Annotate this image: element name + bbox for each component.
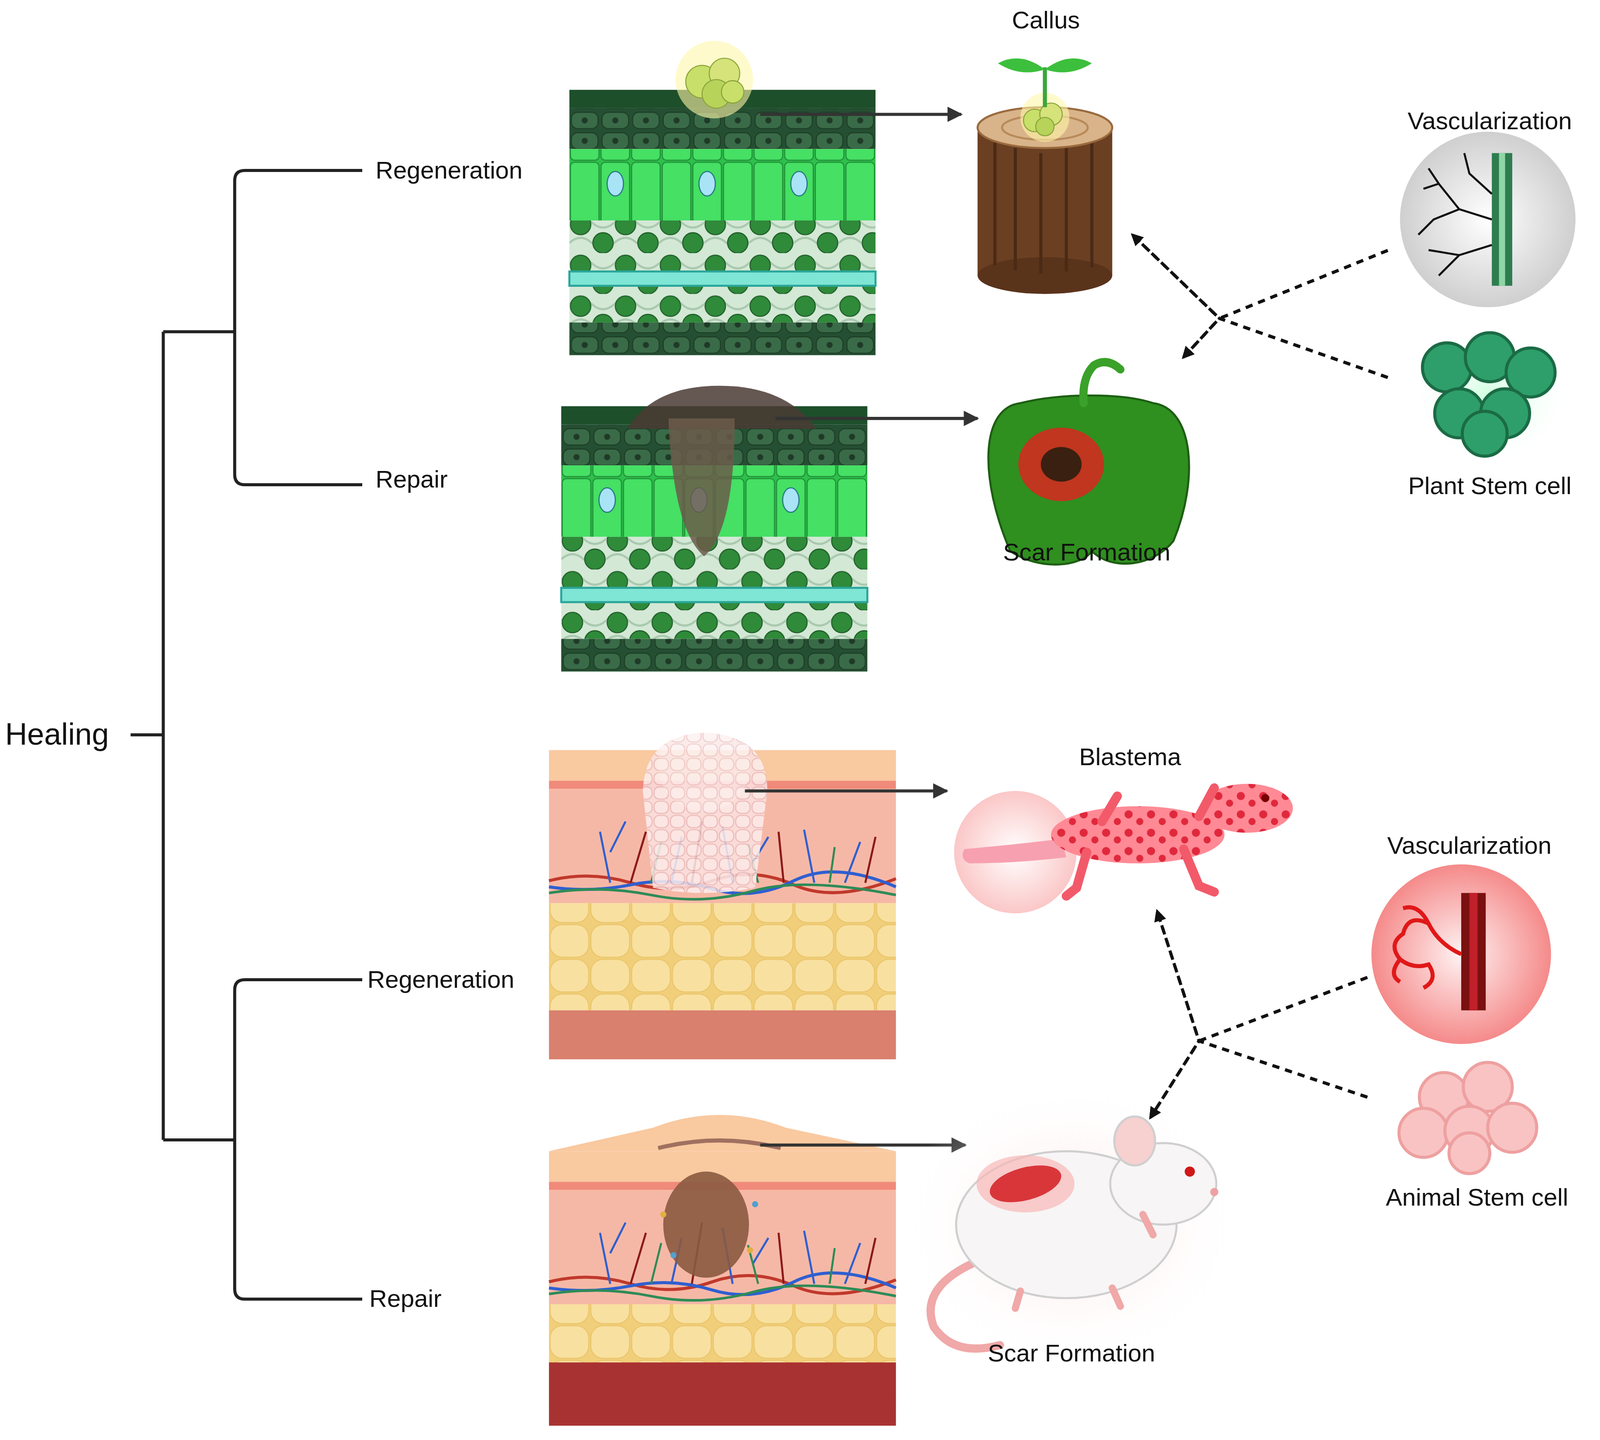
node-heading: Vascularization xyxy=(1361,106,1600,136)
skin-repair-tissue xyxy=(549,1114,966,1426)
branch-label: Regeneration xyxy=(375,155,523,185)
illustration-node: Plant Stem cell xyxy=(1387,326,1593,500)
illustration-node: Animal Stem cell xyxy=(1367,1056,1587,1212)
tree-bracket xyxy=(130,170,363,1299)
dashed-arrow xyxy=(1132,234,1388,319)
plant-vascularization xyxy=(1400,131,1576,308)
node-heading: Callus xyxy=(933,6,1159,35)
illustration-node: Callus xyxy=(959,6,1133,297)
plant-stem-cells xyxy=(1407,331,1572,465)
dashed-arrow xyxy=(1150,1040,1368,1118)
branch-label: Healing xyxy=(5,715,110,753)
gecko xyxy=(954,783,1293,914)
branch-label: Regeneration xyxy=(367,964,515,994)
node-heading: Vascularization xyxy=(1341,831,1598,860)
node-heading: Scar Formation xyxy=(892,1339,1251,1368)
plant-repair-tissue xyxy=(561,385,978,672)
tree-stump xyxy=(977,58,1113,295)
plant-regeneration-tissue xyxy=(569,41,962,356)
mouse xyxy=(897,1081,1245,1368)
dashed-arrow xyxy=(1183,250,1388,358)
branch-label: Repair xyxy=(375,464,448,494)
node-heading: Scar Formation xyxy=(953,538,1220,567)
node-heading: Animal Stem cell xyxy=(1341,1183,1600,1212)
node-heading: Blastema xyxy=(927,742,1333,772)
illustration-node: Scar Formation xyxy=(979,357,1194,567)
animal-stem-cells xyxy=(1398,1062,1537,1174)
branch-label: Repair xyxy=(369,1283,442,1313)
dashed-arrow xyxy=(1132,234,1388,378)
illustration-node: Scar Formation xyxy=(918,1117,1225,1368)
animal-vascularization xyxy=(1371,864,1551,1044)
illustration-node: Vascularization xyxy=(1367,831,1572,1046)
dashed-arrow xyxy=(1157,911,1367,1041)
dashed-arrow xyxy=(1183,318,1388,378)
dashed-arrow xyxy=(1157,911,1367,1098)
node-heading: Plant Stem cell xyxy=(1361,471,1600,501)
illustration-node: Blastema xyxy=(954,742,1307,912)
illustration-node: Vascularization xyxy=(1387,106,1593,312)
dashed-arrow xyxy=(1150,977,1368,1118)
skin-regeneration-tissue xyxy=(549,719,948,1060)
